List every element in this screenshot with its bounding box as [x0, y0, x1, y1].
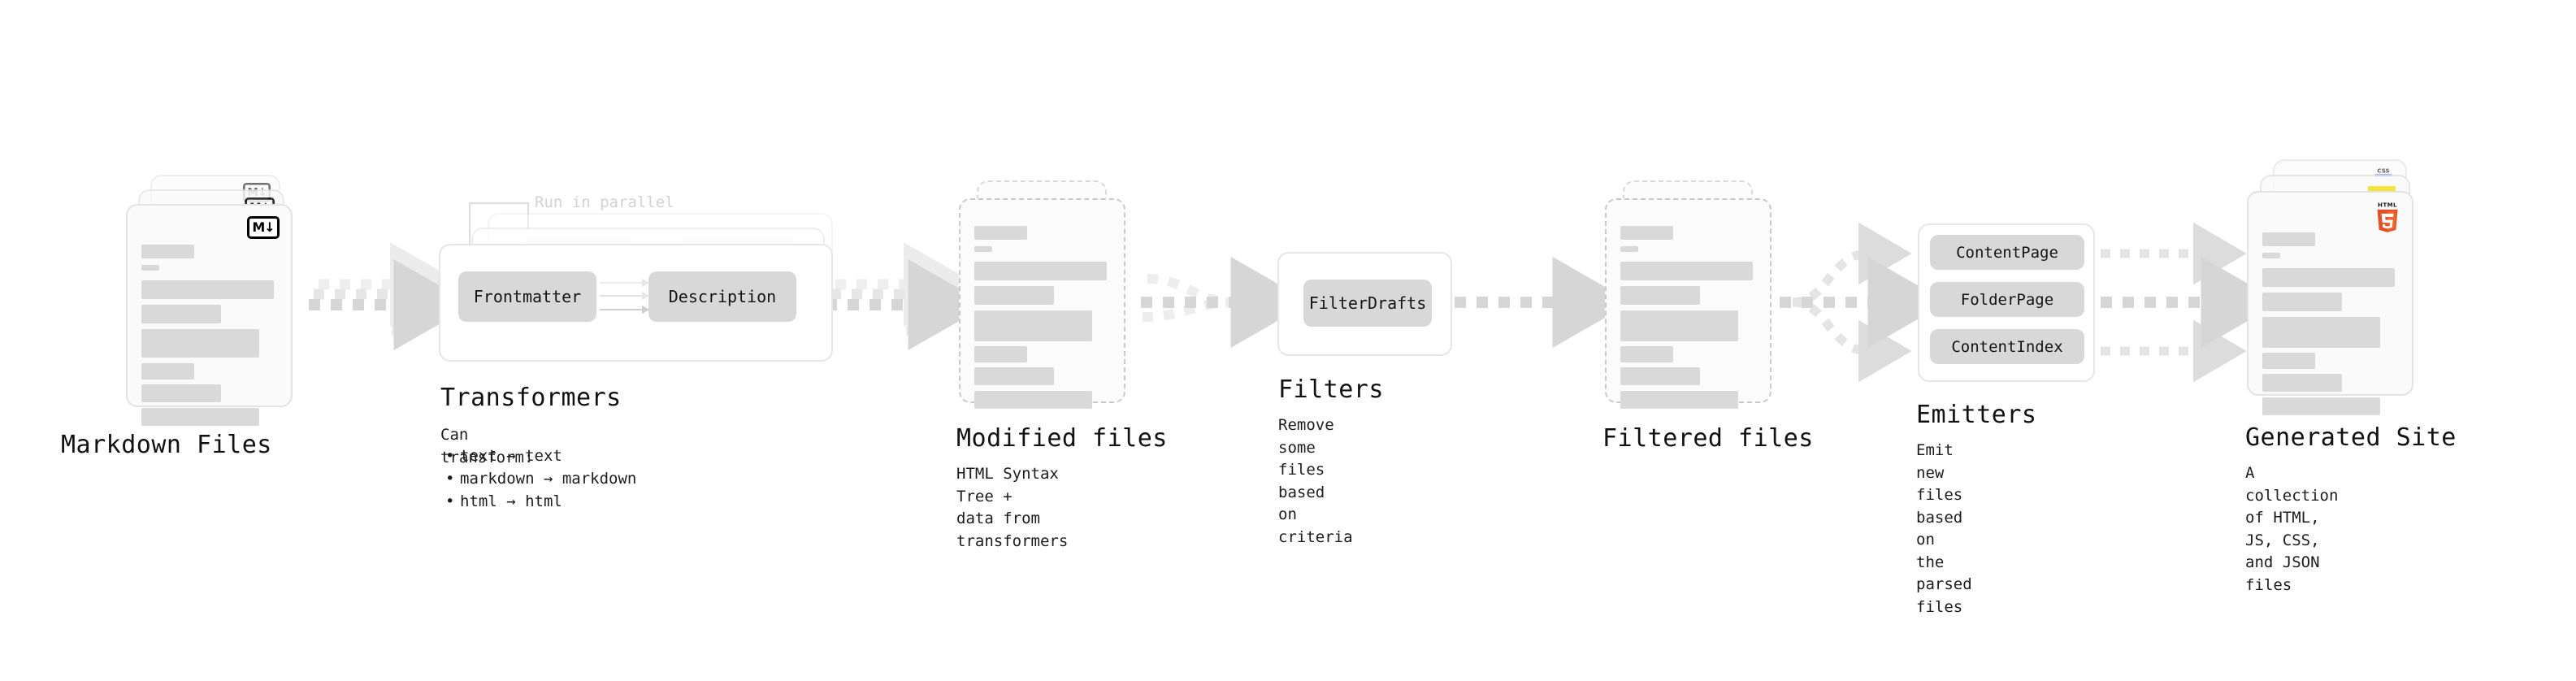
- list-item: text → text: [440, 445, 636, 467]
- transformer-box-front[interactable]: Frontmatter Description: [439, 244, 833, 362]
- skeleton-line: [141, 280, 274, 299]
- skeleton-line: [1620, 310, 1738, 341]
- emitter-chip-folderpage[interactable]: FolderPage: [1930, 282, 2084, 317]
- modified-file-stack: [959, 180, 1138, 416]
- skeleton-line: [2262, 317, 2380, 348]
- skeleton-line: [974, 367, 1054, 385]
- connector-filtered-to-emitters: [1780, 222, 1948, 383]
- skeleton-line: [1620, 226, 1673, 240]
- skeleton-line: [2262, 293, 2342, 311]
- filtered-card-front[interactable]: [1605, 198, 1772, 409]
- skeleton-line: [1620, 286, 1700, 305]
- skeleton-line: [974, 346, 1027, 362]
- skeleton-line: [974, 286, 1054, 305]
- transformer-chip-frontmatter[interactable]: Frontmatter: [458, 271, 596, 322]
- markdown-card-front[interactable]: M↓: [126, 204, 293, 426]
- svg-text:CSS: CSS: [2377, 167, 2389, 175]
- skeleton-line: [141, 363, 194, 380]
- stage-description: A collection of HTML, JS, CSS, and JSON …: [2245, 464, 2339, 594]
- skeleton-line: [141, 384, 221, 402]
- skeleton-line: [1620, 346, 1673, 362]
- emitter-chip-contentpage[interactable]: ContentPage: [1930, 235, 2084, 270]
- skeleton-line: [1620, 391, 1738, 409]
- generated-card-html[interactable]: HTML: [2247, 191, 2413, 415]
- connector-emitters-to-site: [2101, 222, 2281, 383]
- stage-description: Emit new files based on the parsed files: [1916, 441, 1972, 616]
- stage-description: HTML Syntax Tree + data from transformer…: [956, 465, 1069, 550]
- stage-title: Transformers: [440, 384, 622, 412]
- skeleton-line: [2262, 374, 2342, 392]
- skeleton-line: [2262, 397, 2380, 415]
- filtered-file-stack: [1605, 180, 1784, 416]
- stage-title: Filtered files: [1602, 424, 1814, 453]
- skeleton-line: [974, 246, 992, 252]
- filters-box[interactable]: FilterDrafts: [1277, 252, 1452, 356]
- skeleton-line: [141, 265, 159, 271]
- markdown-file-stack: M↓ M↓ M↓: [126, 175, 305, 426]
- skeleton-line: [2262, 232, 2315, 246]
- skeleton-line: [1620, 262, 1753, 280]
- connector-modified-to-filters: [1141, 257, 1311, 348]
- skeleton-line: [1620, 246, 1638, 252]
- skeleton-line: [2262, 353, 2315, 369]
- emitter-chip-contentindex[interactable]: ContentIndex: [1930, 329, 2084, 364]
- filter-chip-filterdrafts[interactable]: FilterDrafts: [1303, 280, 1432, 327]
- skeleton-line: [141, 305, 221, 323]
- skeleton-line: [141, 329, 259, 358]
- transformer-chip-description[interactable]: Description: [648, 271, 796, 322]
- run-in-parallel-label: Run in parallel: [535, 193, 674, 211]
- emitters-box[interactable]: ContentPage FolderPage ContentIndex: [1918, 223, 2095, 382]
- connector-markdown-to-transformers: [309, 242, 474, 350]
- connector-transformers-to-modified: [826, 242, 988, 350]
- skeleton-line: [141, 245, 194, 258]
- skeleton-line: [974, 391, 1092, 409]
- stage-title: Modified files: [956, 424, 1168, 453]
- transform-kinds-list: text → text markdown → markdown html → h…: [440, 445, 636, 513]
- stage-description: Remove some files based on criteria: [1278, 416, 1353, 546]
- transformer-inner-arrows: [600, 278, 650, 314]
- skeleton-line: [974, 226, 1027, 240]
- stage-title: Markdown Files: [61, 431, 272, 459]
- html5-icon: HTML: [2377, 202, 2398, 232]
- list-item: html → html: [440, 490, 636, 513]
- markdown-icon: M↓: [247, 216, 280, 239]
- stage-title: Generated Site: [2245, 423, 2457, 452]
- list-item: markdown → markdown: [440, 467, 636, 490]
- skeleton-line: [2262, 268, 2395, 287]
- stage-title: Filters: [1278, 375, 1384, 404]
- stage-title: Emitters: [1916, 401, 2037, 429]
- skeleton-line: [1620, 367, 1700, 385]
- generated-site-stack: CSS HTML: [2247, 159, 2434, 415]
- skeleton-line: [2262, 253, 2280, 258]
- svg-text:HTML: HTML: [2378, 202, 2397, 209]
- skeleton-line: [141, 408, 259, 426]
- modified-card-front[interactable]: [959, 198, 1125, 409]
- skeleton-line: [974, 262, 1107, 280]
- skeleton-line: [974, 310, 1092, 341]
